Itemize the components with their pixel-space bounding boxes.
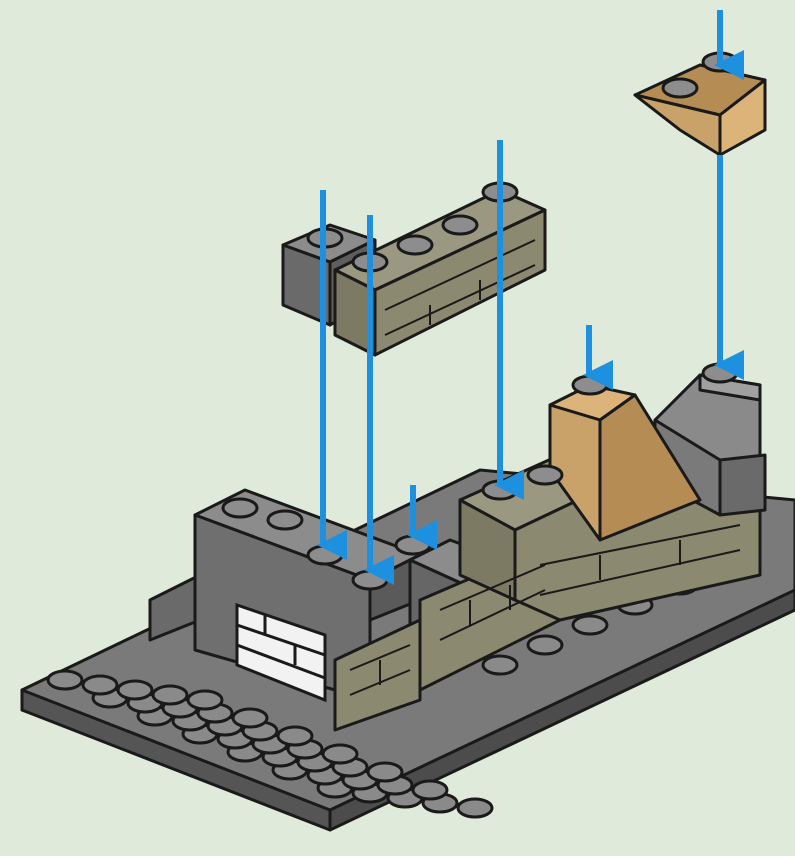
stud <box>573 616 607 634</box>
stud <box>443 216 477 234</box>
stud <box>368 763 402 781</box>
stud <box>83 676 117 694</box>
stud <box>323 745 357 763</box>
stud <box>528 636 562 654</box>
stud <box>528 466 562 484</box>
stud <box>188 691 222 709</box>
stud <box>483 656 517 674</box>
stud <box>153 686 187 704</box>
stud <box>308 546 342 564</box>
stud <box>233 709 267 727</box>
stud <box>353 571 387 589</box>
stud <box>663 79 697 97</box>
stud <box>268 511 302 529</box>
stud <box>278 727 312 745</box>
stud <box>458 799 492 817</box>
stud <box>413 781 447 799</box>
stud <box>48 671 82 689</box>
stud <box>573 376 607 394</box>
stud <box>398 236 432 254</box>
floating-tan-slope <box>635 65 765 155</box>
stud <box>118 681 152 699</box>
stud <box>223 499 257 517</box>
stud <box>396 536 430 554</box>
stud <box>703 364 737 382</box>
